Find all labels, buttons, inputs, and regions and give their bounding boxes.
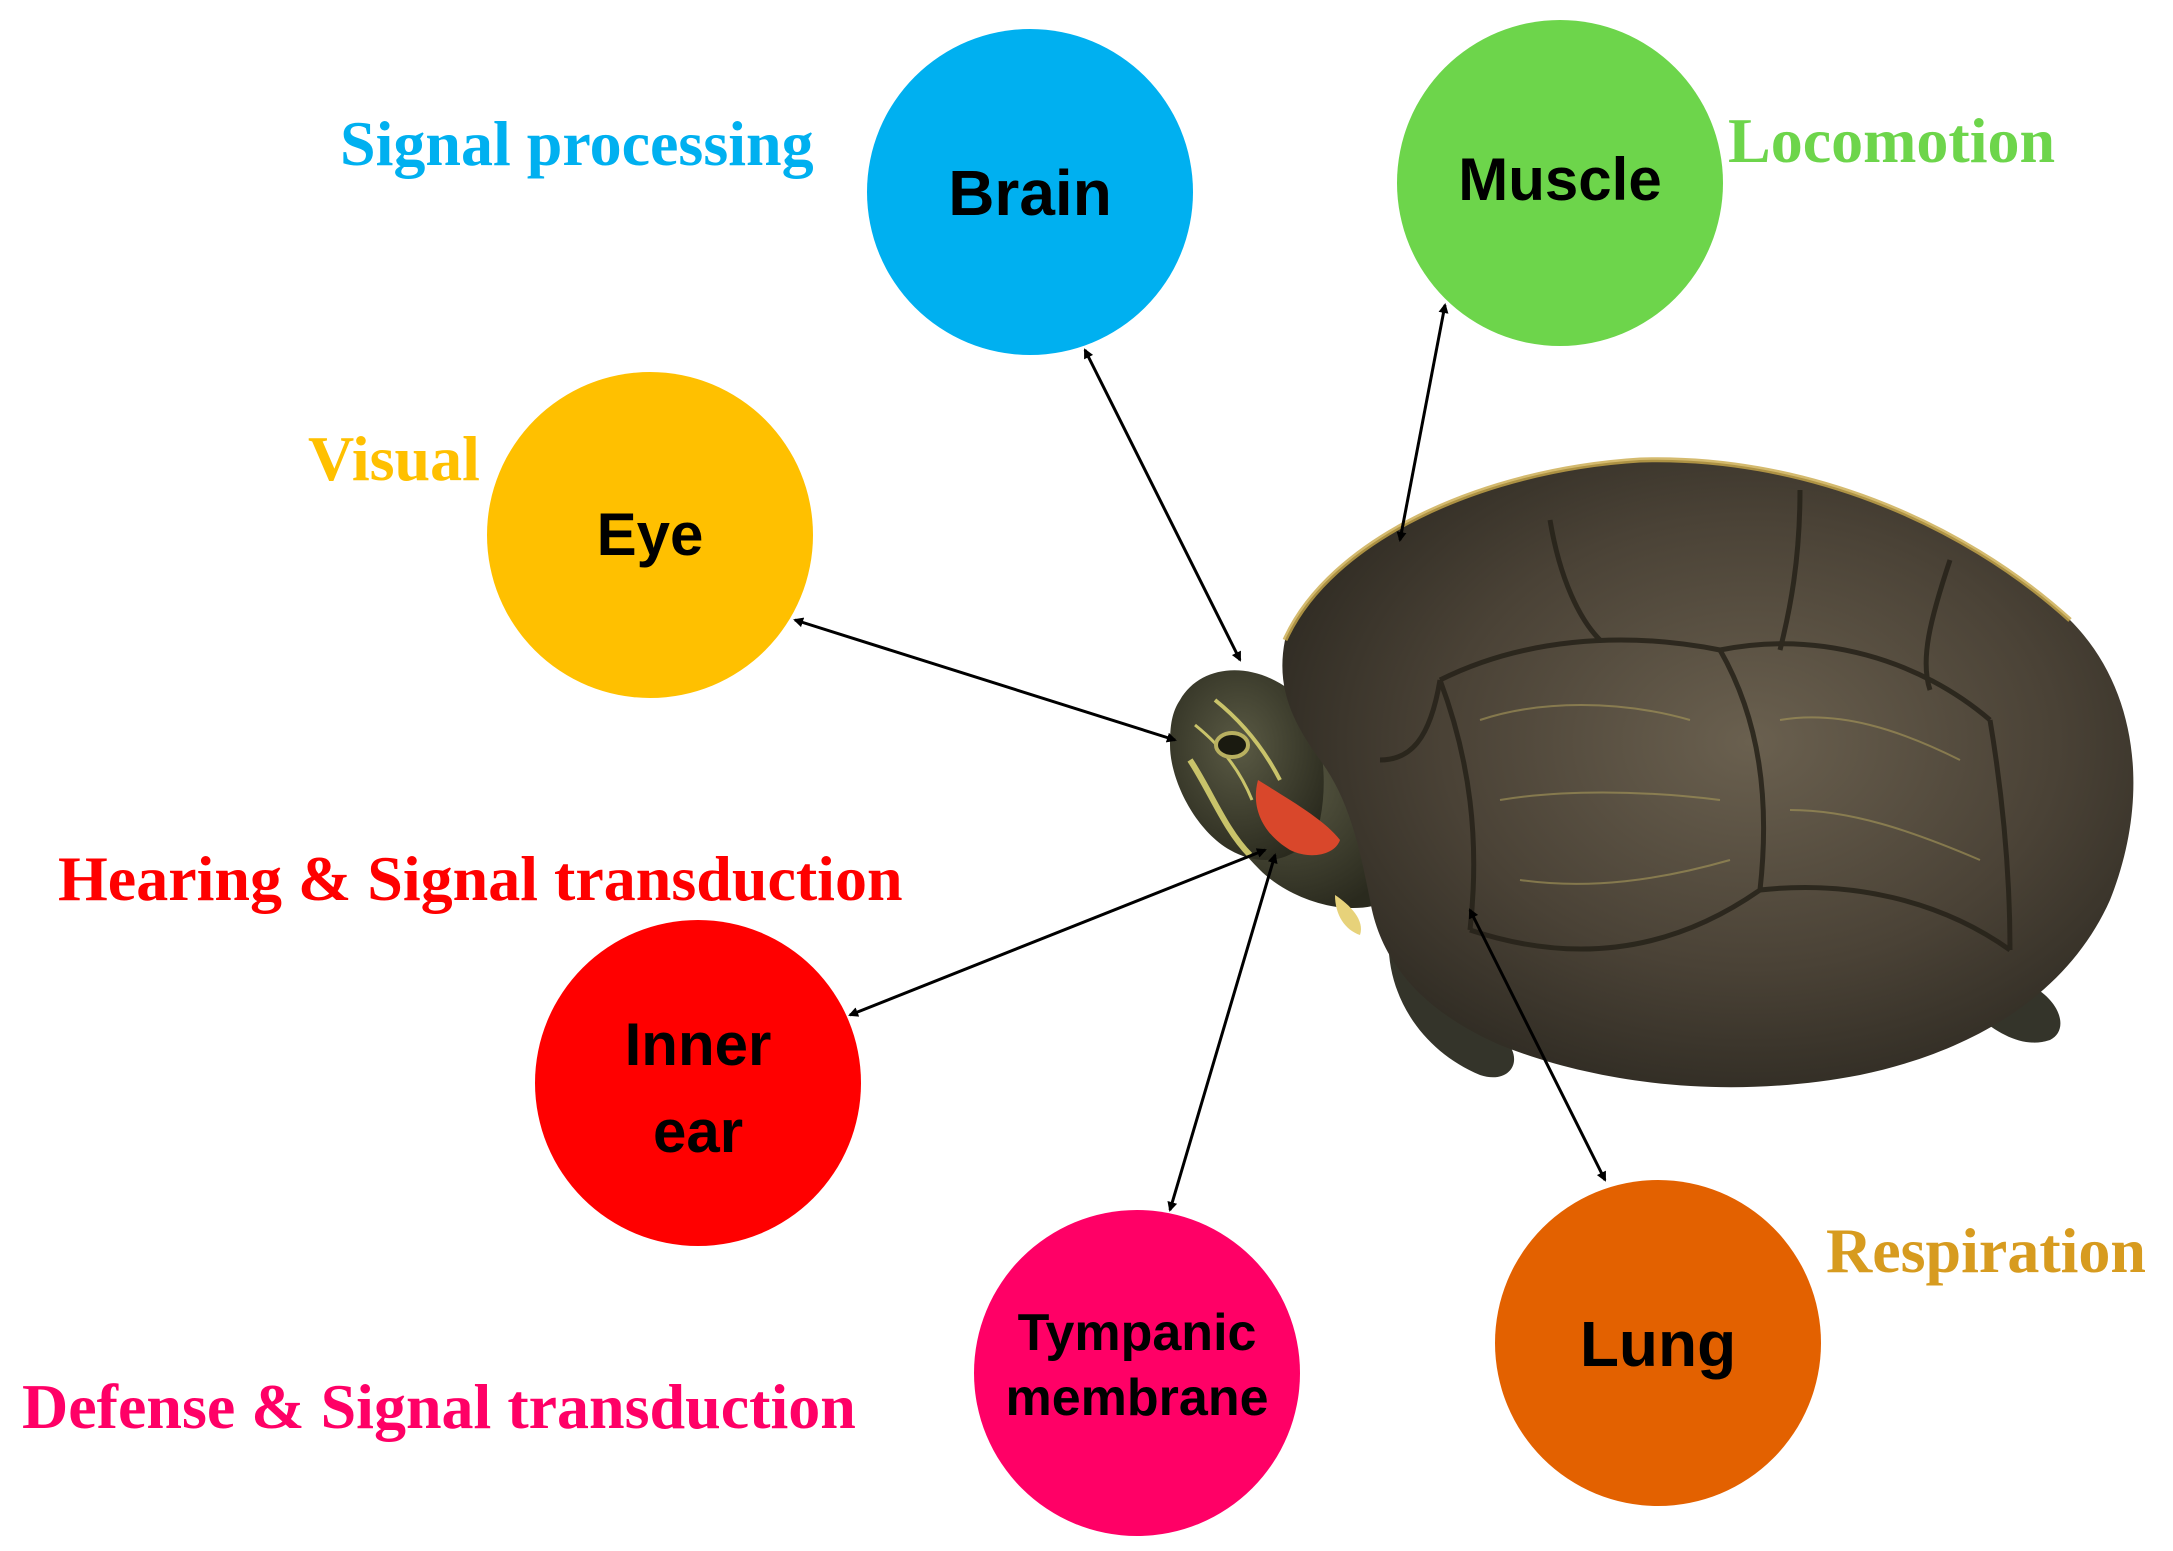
arrow-inner-ear bbox=[848, 848, 1267, 1017]
turtle-illustration bbox=[1170, 457, 2134, 1088]
arrow-lung bbox=[1468, 908, 1607, 1182]
function-label-signal-processing: Signal processing bbox=[340, 108, 814, 179]
circle-tympanic bbox=[974, 1210, 1300, 1536]
organ-label-line-2: ear bbox=[653, 1098, 743, 1165]
node-eye: Eye bbox=[487, 372, 813, 698]
node-inner-ear: Inner ear bbox=[535, 920, 861, 1246]
circle-inner-ear bbox=[535, 920, 861, 1246]
turtle-eye bbox=[1214, 731, 1250, 759]
organ-label-line-2: membrane bbox=[1006, 1369, 1269, 1427]
arrow-eye bbox=[793, 617, 1177, 743]
arrow-brain bbox=[1083, 348, 1242, 662]
organ-label-line-1: Inner bbox=[625, 1011, 772, 1078]
organ-label-line-1: Tympanic bbox=[1018, 1304, 1257, 1362]
function-label-defense: Defense & Signal transduction bbox=[22, 1371, 856, 1442]
organ-label: Eye bbox=[597, 501, 704, 568]
function-label-visual: Visual bbox=[308, 423, 480, 494]
node-tympanic-membrane: Tympanic membrane bbox=[974, 1210, 1300, 1536]
circle-lung bbox=[1495, 1180, 1821, 1506]
node-muscle: Muscle bbox=[1397, 20, 1723, 346]
circle-muscle bbox=[1397, 20, 1723, 346]
circle-eye bbox=[487, 372, 813, 698]
function-label-hearing: Hearing & Signal transduction bbox=[58, 843, 903, 914]
organ-label: Muscle bbox=[1458, 146, 1661, 213]
organ-label: Brain bbox=[948, 157, 1112, 229]
arrow-muscle bbox=[1396, 303, 1449, 542]
node-lung: Lung bbox=[1495, 1180, 1821, 1506]
circle-brain bbox=[867, 29, 1193, 355]
node-brain: Brain bbox=[867, 29, 1193, 355]
function-label-respiration: Respiration bbox=[1826, 1215, 2146, 1286]
turtle-ear-patch bbox=[1255, 780, 1340, 856]
arrow-layer bbox=[793, 303, 1607, 1212]
arrow-tympanic bbox=[1167, 853, 1278, 1212]
function-label-locomotion: Locomotion bbox=[1728, 105, 2055, 176]
organ-label: Lung bbox=[1580, 1308, 1736, 1380]
